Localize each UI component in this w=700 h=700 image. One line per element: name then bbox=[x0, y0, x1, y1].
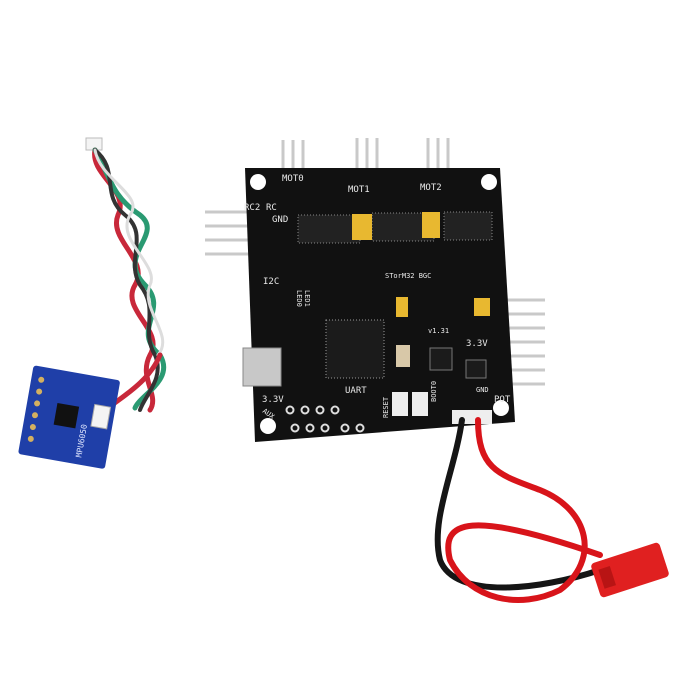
label-mot2: MOT2 bbox=[420, 183, 442, 193]
label-led1: LED1 bbox=[303, 290, 311, 307]
label-led0: LED0 bbox=[295, 290, 303, 307]
label-mot0: MOT0 bbox=[282, 174, 304, 184]
capacitor bbox=[352, 214, 372, 240]
board-version: v1.31 bbox=[428, 327, 449, 335]
power-connector bbox=[452, 410, 492, 424]
label-uart: UART bbox=[345, 386, 367, 396]
label-rc: RC bbox=[266, 203, 277, 213]
label-3v3: 3.3V bbox=[466, 339, 488, 349]
label-mot1: MOT1 bbox=[348, 185, 370, 195]
capacitor bbox=[422, 212, 440, 238]
label-gnd-pot: GND bbox=[476, 386, 489, 394]
label-boot0: BOOT0 bbox=[430, 381, 438, 402]
label-rc2: RC2 bbox=[244, 203, 260, 213]
label-reset: RESET bbox=[382, 396, 390, 418]
pin-headers bbox=[205, 138, 545, 386]
mpu6050-module: MPU6050 bbox=[18, 365, 120, 469]
microcontroller bbox=[325, 319, 385, 379]
label-i2c: I2C bbox=[263, 277, 279, 287]
label-pot: POT bbox=[494, 395, 511, 405]
reset-button[interactable] bbox=[392, 392, 408, 416]
label-3v3-usb: 3.3V bbox=[262, 395, 284, 405]
label-gnd: GND bbox=[272, 215, 288, 225]
i2c-cable bbox=[85, 137, 167, 413]
storm32-board: MOT0 MOT1 MOT2 RC2 RC GND I2C LED0 LED1 … bbox=[242, 168, 515, 442]
usb-port[interactable] bbox=[242, 347, 282, 387]
boot-button[interactable] bbox=[412, 392, 428, 416]
jst-connector bbox=[591, 542, 669, 598]
power-cable bbox=[434, 417, 603, 603]
board-name: STorM32 BGC bbox=[385, 272, 431, 280]
